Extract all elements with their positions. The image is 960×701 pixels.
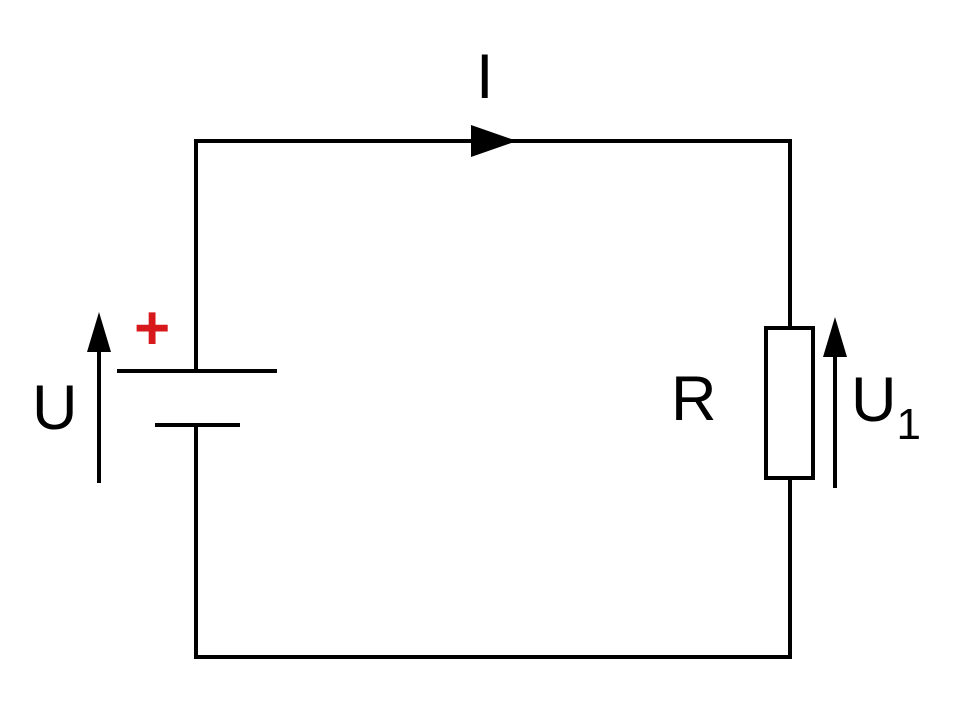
resistor-label: R [671, 364, 717, 434]
source-voltage-label: U [32, 373, 78, 443]
resistor-body [764, 326, 815, 480]
resistor-voltage-arrow-head [823, 317, 847, 357]
current-arrow-icon [471, 125, 517, 157]
current-label: I [476, 42, 494, 112]
resistor-voltage-symbol: U [851, 365, 897, 435]
source-voltage-arrow-icon [87, 312, 111, 483]
source-voltage-arrow-head [87, 312, 111, 352]
resistor-voltage-arrow-icon [823, 317, 847, 488]
polarity-plus-label: + [134, 294, 171, 363]
resistor-voltage-label: U1 [851, 369, 921, 447]
resistor-voltage-subscript: 1 [896, 400, 921, 449]
